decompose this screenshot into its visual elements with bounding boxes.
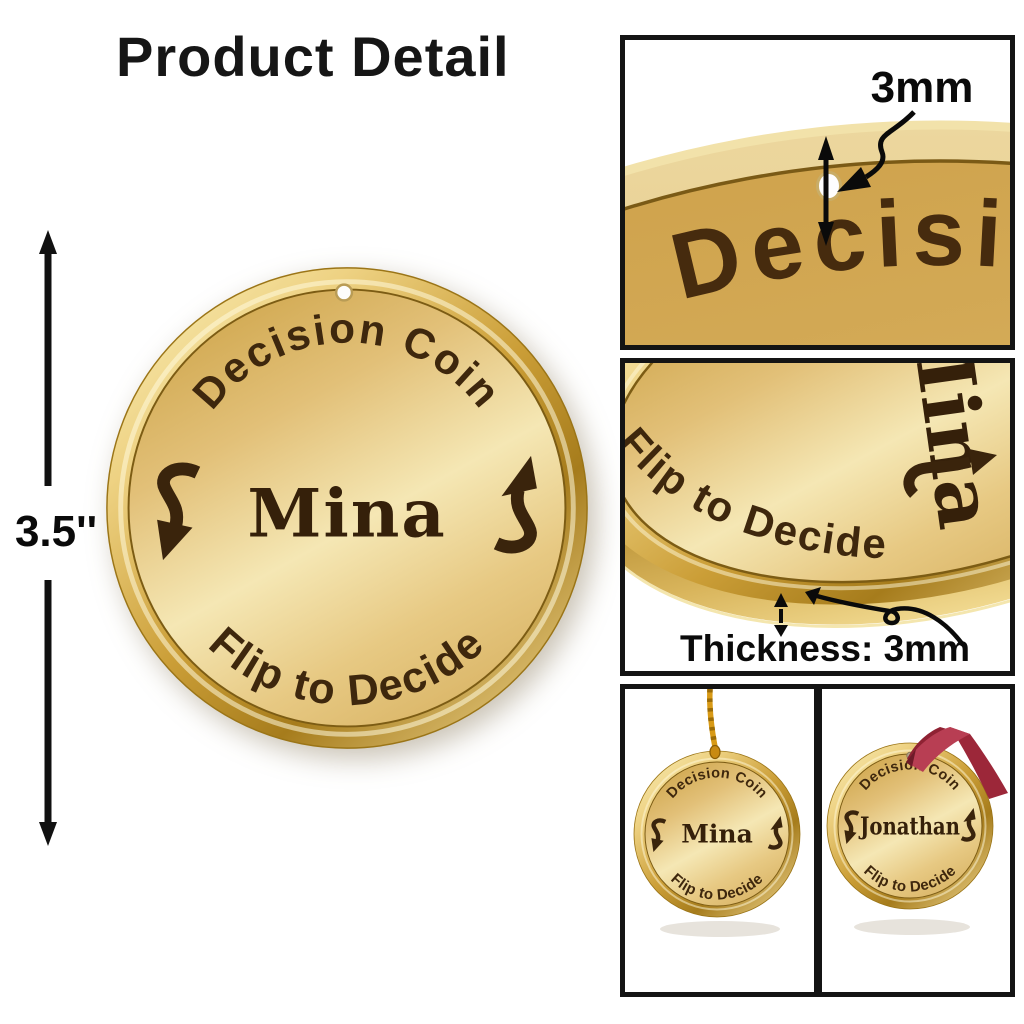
red-ribbon-icon [906,727,1008,799]
detail-column: Decision Coin 3mm [620,35,1015,997]
coin-shadow [660,921,780,937]
hanging-coin-mina: Decision Coin Mina Flip to Decide [633,750,801,918]
tilted-flip-arrow-icon [903,449,997,498]
coin-name: Jonathan [858,812,960,841]
flip-arrow-right-icon [767,816,783,850]
flip-arrow-right-icon [493,455,537,554]
main-coin: Decision Coin Mina Flip to Decide [106,267,588,749]
string-knot [709,744,721,760]
tilted-coin [625,363,1010,605]
panel-hanging-string: Decision Coin Mina Flip to Decide [620,684,819,997]
thickness-label: Thickness: 3mm [680,628,970,669]
hole-pointer-arrow-icon [837,110,916,192]
flip-arrow-right-icon [960,808,976,842]
hole-size-label: 3mm [871,63,974,112]
coin-name: Mina [247,474,446,553]
diameter-measure-arrow-icon: 3.5'' [15,230,97,846]
thickness-measure-arrow-icon [774,593,788,637]
flip-arrow-left-icon [651,818,667,852]
page-title: Product Detail [116,25,510,88]
diameter-label: 3.5'' [15,507,97,556]
flip-arrow-left-icon [157,462,201,561]
flip-arrow-left-icon [844,810,860,844]
thickness-pointer-arrow-icon [805,587,965,647]
panel-thickness-detail: Mina Flip to Decide Thickness: 3m [620,358,1015,676]
coin-name: Mina [681,820,753,849]
coin-hole [334,283,354,302]
panel-hole-detail: Decision Coin 3mm [620,35,1015,350]
hanging-coin-jonathan: Decision Coin Jonathan Flip to Decide [826,742,994,910]
panel-hanging-ribbon: Decision Coin Jonathan Flip to Decide [817,684,1015,997]
coin-shadow [854,919,970,935]
coin-closeup-face [625,159,1010,345]
hole-measure-arrow-icon [818,136,834,246]
closeup-hole [816,171,842,201]
gold-string-icon [707,689,721,760]
